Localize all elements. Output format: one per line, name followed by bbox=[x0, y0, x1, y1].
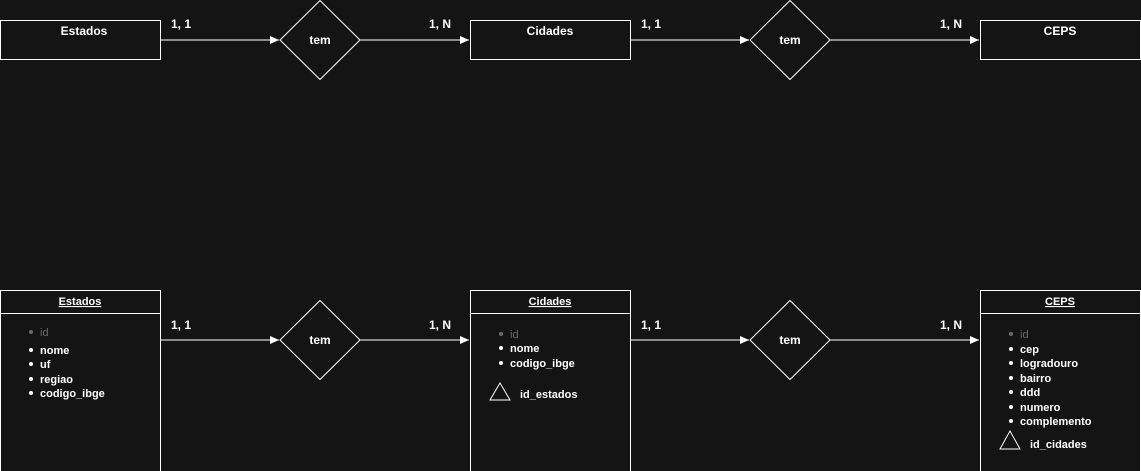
attribute-item: codigo_ibge bbox=[510, 358, 575, 370]
table-estados[interactable]: Estados id nome uf regiao codigo_ibge bbox=[0, 290, 161, 471]
relation-cidades-ceps: tem 1, 1 1, N bbox=[631, 0, 979, 81]
cardinality-left: 1, 1 bbox=[641, 318, 661, 332]
entity-estados[interactable]: Estados bbox=[0, 20, 161, 60]
cardinality-left: 1, 1 bbox=[171, 17, 191, 31]
foreign-key-attribute: id_estados bbox=[520, 389, 577, 401]
entity-cidades-label: Cidades bbox=[527, 24, 574, 38]
attribute-item: bairro bbox=[1020, 373, 1051, 385]
table-title: Estados bbox=[59, 296, 102, 308]
entity-estados-label: Estados bbox=[61, 24, 108, 38]
primary-key-attribute: id bbox=[40, 327, 49, 339]
attribute-item: ddd bbox=[1020, 387, 1040, 399]
relationship-diamond[interactable] bbox=[749, 299, 831, 381]
cardinality-right: 1, N bbox=[429, 318, 451, 332]
cardinality-left: 1, 1 bbox=[641, 17, 661, 31]
cardinality-right: 1, N bbox=[940, 17, 962, 31]
attribute-item: logradouro bbox=[1020, 358, 1078, 370]
conceptual-model: Estados Cidades CEPS tem 1, 1 1, N tem 1 bbox=[0, 0, 1141, 81]
relationship-label: tem bbox=[779, 33, 800, 47]
primary-key-attribute: id bbox=[1020, 329, 1029, 341]
relation-estados-cidades: tem 1, 1 1, N bbox=[161, 0, 469, 81]
relation-cidades-ceps-logical: tem 1, 1 1, N bbox=[631, 299, 979, 381]
attribute-item: uf bbox=[40, 359, 51, 371]
attribute-item: regiao bbox=[40, 374, 73, 386]
foreign-key-triangle-icon bbox=[999, 429, 1021, 450]
cardinality-left: 1, 1 bbox=[171, 318, 191, 332]
logical-model: Estados id nome uf regiao codigo_ibge Ci… bbox=[0, 290, 1141, 471]
relation-estados-cidades-logical: tem 1, 1 1, N bbox=[161, 299, 469, 381]
cardinality-right: 1, N bbox=[429, 17, 451, 31]
relationship-label: tem bbox=[309, 33, 330, 47]
entity-ceps[interactable]: CEPS bbox=[980, 20, 1141, 60]
attribute-item: nome bbox=[510, 343, 539, 355]
table-title: CEPS bbox=[1045, 296, 1075, 308]
relationship-diamond[interactable] bbox=[279, 0, 361, 81]
entity-cidades[interactable]: Cidades bbox=[470, 20, 631, 60]
entity-ceps-label: CEPS bbox=[1044, 24, 1077, 38]
attribute-item: cep bbox=[1020, 344, 1039, 356]
primary-key-attribute: id bbox=[510, 329, 519, 341]
relationship-diamond[interactable] bbox=[279, 299, 361, 381]
relationship-diamond[interactable] bbox=[749, 0, 831, 81]
attribute-item: complemento bbox=[1020, 416, 1092, 428]
foreign-key-triangle-icon bbox=[489, 382, 511, 401]
attribute-item: numero bbox=[1020, 402, 1061, 414]
table-ceps[interactable]: CEPS id cep logradouro bairro ddd numero… bbox=[980, 290, 1141, 471]
attribute-item: nome bbox=[40, 345, 69, 357]
relationship-label: tem bbox=[779, 333, 800, 347]
foreign-key-attribute: id_cidades bbox=[1030, 439, 1087, 451]
table-cidades[interactable]: Cidades id nome codigo_ibge id_estados bbox=[470, 290, 631, 471]
table-title: Cidades bbox=[529, 296, 572, 308]
relationship-label: tem bbox=[309, 333, 330, 347]
attribute-item: codigo_ibge bbox=[40, 388, 105, 400]
cardinality-right: 1, N bbox=[940, 318, 962, 332]
